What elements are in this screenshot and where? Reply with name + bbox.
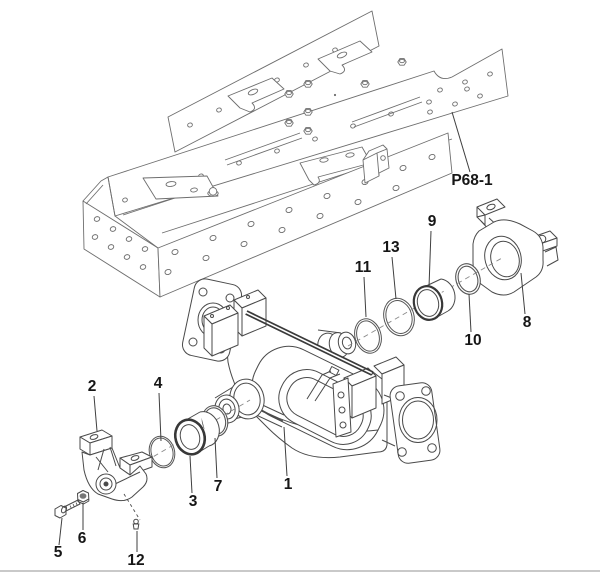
page-bottom-rule (0, 570, 600, 572)
housing-top-edge (245, 310, 374, 376)
callout-1: 1 (283, 476, 293, 493)
bushing-right (412, 278, 456, 321)
callout-9: 9 (427, 213, 437, 230)
hex-bolt (54, 499, 81, 519)
callout-3: 3 (188, 493, 198, 510)
steering-knuckle (472, 198, 559, 296)
callout-12: 12 (127, 552, 145, 569)
callout-13: 13 (382, 239, 400, 256)
grease-fitting (123, 493, 141, 530)
callout-5: 5 (53, 544, 63, 561)
lock-nut (77, 490, 90, 505)
mount-blocks-right (332, 356, 405, 438)
callout-10: 10 (464, 332, 482, 349)
o-ring-right (354, 318, 382, 354)
callout-11: 11 (354, 259, 372, 276)
bushing-left (173, 411, 220, 456)
right-flange (381, 382, 441, 464)
retaining-ring (455, 263, 481, 295)
callout-8: 8 (522, 314, 532, 331)
callout-frame: P68-1 (451, 172, 493, 189)
frame-bolts (207, 58, 407, 197)
support-bracket (79, 429, 153, 502)
callout-6: 6 (77, 530, 87, 547)
mount-blocks-left (203, 289, 267, 357)
leader-lines (58, 111, 526, 552)
axle-housing (181, 278, 441, 464)
callout-2: 2 (87, 378, 97, 395)
chassis-frame (82, 10, 509, 298)
callout-4: 4 (153, 375, 163, 392)
callout-7: 7 (213, 478, 223, 495)
centerline-dashes (145, 257, 503, 462)
